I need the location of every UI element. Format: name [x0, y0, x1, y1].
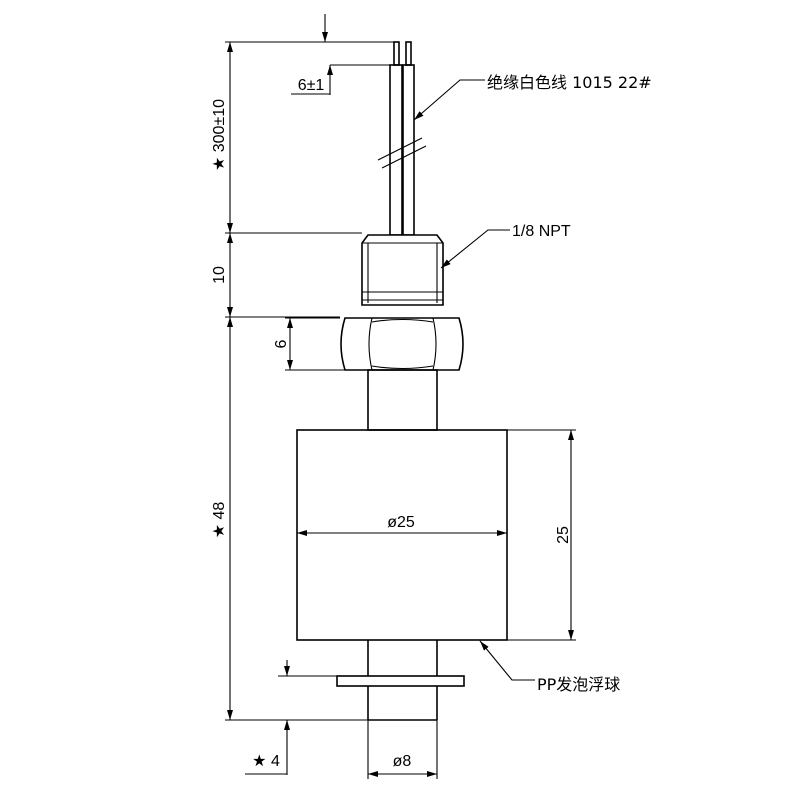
lead-wires	[377, 41, 427, 236]
fitting-height-label: 10	[211, 266, 228, 284]
wire-break-mark-2	[381, 145, 427, 169]
wire-left-conductor	[393, 41, 400, 66]
stop-washer	[336, 675, 465, 687]
wire-break-mark-1	[377, 137, 423, 161]
wire-right	[402, 64, 415, 236]
float-material-leader	[479, 640, 535, 681]
thread-label: 1/8 NPT	[512, 223, 571, 240]
nut-height-label: 6	[273, 339, 290, 348]
thread-leader	[440, 229, 510, 269]
float-body	[296, 429, 508, 641]
float-height-label: 25	[555, 526, 572, 544]
lower-stem	[367, 640, 438, 721]
strip-length-label: 6±1	[298, 77, 325, 94]
float-diameter-label: ø25	[387, 514, 415, 531]
overall-length-label: ★ 48	[211, 502, 228, 539]
stem-diameter-label: ø8	[393, 753, 412, 770]
wire-spec-leader	[413, 79, 485, 121]
wire-spec-label: 绝缘白色线 1015 22#	[487, 73, 652, 92]
wire-length-label: ★ 300±10	[211, 99, 228, 171]
upper-stem	[367, 369, 438, 431]
stop-offset-label: ★ 4	[252, 753, 280, 770]
hex-nut	[340, 317, 464, 371]
wire-left	[389, 64, 403, 236]
wire-right-conductor	[405, 41, 412, 66]
threaded-fitting	[361, 234, 444, 306]
float-material-label: PP发泡浮球	[537, 675, 620, 694]
